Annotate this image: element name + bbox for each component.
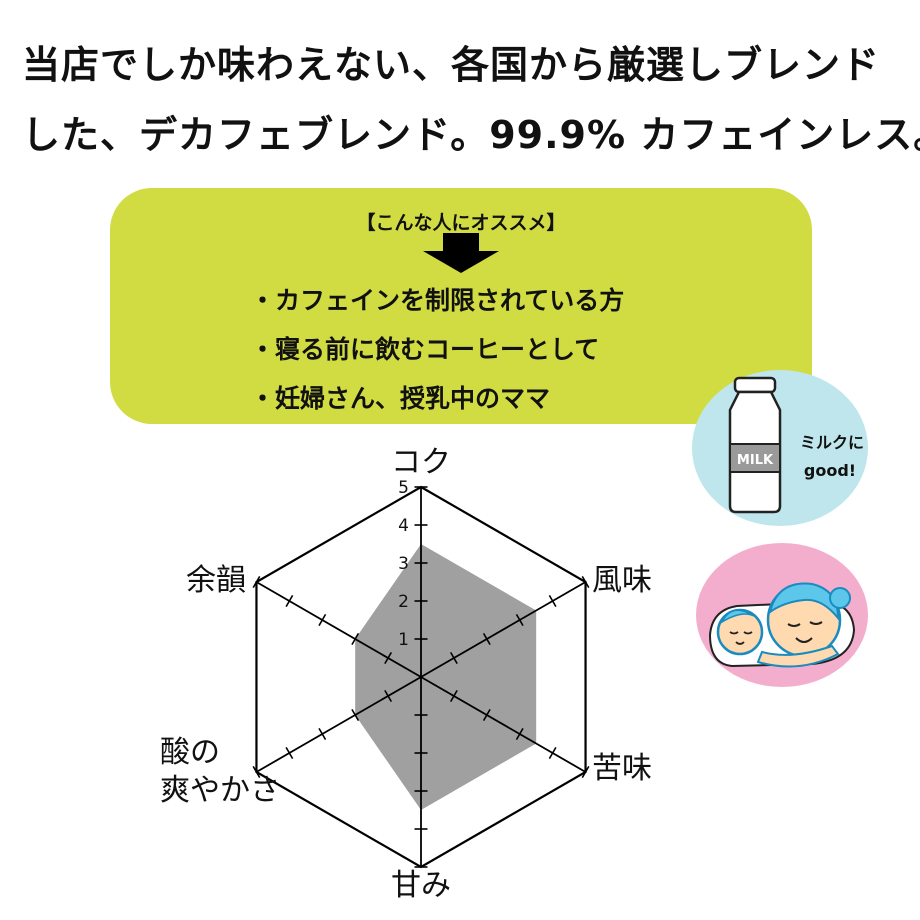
radar-tick-label: 5	[398, 478, 409, 498]
radar-spoke-4	[256, 676, 422, 773]
radar-tick	[515, 613, 524, 627]
radar-tick	[318, 727, 327, 741]
radar-tick	[449, 689, 458, 703]
headline-line-2: した、デカフェブレンド。99.9% カフェインレス。	[22, 113, 920, 157]
radar-tick	[449, 651, 458, 665]
radar-series-area	[355, 544, 537, 810]
radar-tick	[252, 765, 261, 779]
mother-baby-icon	[708, 582, 856, 668]
radar-tick	[351, 708, 360, 722]
recommendation-item: ・寝る前に飲むコーヒーとして	[250, 335, 600, 364]
milk-badge-label: ミルクに	[800, 433, 864, 452]
radar-tick-label: 2	[398, 592, 409, 612]
radar-tick-label: 1	[398, 630, 409, 650]
headline: 当店でしか味わえない、各国から厳選しブレンド した、デカフェブレンド。99.9%…	[22, 30, 920, 170]
radar-tick	[581, 765, 590, 779]
radar-tick	[252, 575, 261, 589]
radar-axis-label: 苦味	[592, 751, 652, 786]
radar-tick	[285, 594, 294, 608]
milk-badge: MILK ミルクに good!	[692, 370, 868, 526]
radar-tick	[384, 651, 393, 665]
recommendation-item: ・カフェインを制限されている方	[250, 286, 625, 315]
radar-tick	[482, 708, 491, 722]
milk-bottle-icon: MILK	[728, 376, 782, 514]
radar-tick	[581, 575, 590, 589]
radar-axis-label: 甘み	[391, 868, 451, 903]
radar-tick	[285, 746, 294, 760]
headline-line-1: 当店でしか味わえない、各国から厳選しブレンド	[22, 43, 881, 87]
radar-axis-label: 風味	[592, 563, 652, 598]
milk-badge-label-2: good!	[804, 461, 856, 480]
radar-tick	[318, 613, 327, 627]
mother-baby-badge	[696, 543, 868, 687]
radar-tick	[548, 746, 557, 760]
radar-spoke-2	[420, 676, 586, 773]
radar-axis-label: 酸の爽やかさ	[160, 735, 280, 808]
radar-tick	[482, 632, 491, 646]
recommendation-box: 【こんな人にオススメ】 ・カフェインを制限されている方 ・寝る前に飲むコーヒーと…	[110, 188, 812, 424]
radar-tick-label: 3	[398, 554, 409, 574]
radar-tick	[548, 594, 557, 608]
radar-tick	[515, 727, 524, 741]
radar-axis-label: コク	[391, 445, 451, 480]
recommendation-title: 【こんな人にオススメ】	[356, 212, 566, 234]
recommendation-list: ・カフェインを制限されている方 ・寝る前に飲むコーヒーとして ・妊婦さん、授乳中…	[250, 276, 624, 423]
milk-carton-text: MILK	[737, 453, 774, 468]
recommendation-item: ・妊婦さん、授乳中のママ	[250, 384, 551, 413]
radar-tick	[351, 632, 360, 646]
arrow-down-icon	[423, 233, 499, 273]
radar-spoke-5	[256, 581, 422, 678]
radar-tick-label: 4	[398, 516, 409, 536]
radar-tick	[384, 689, 393, 703]
radar-axis-label: 余韻	[186, 563, 246, 598]
radar-spoke-1	[420, 581, 586, 678]
